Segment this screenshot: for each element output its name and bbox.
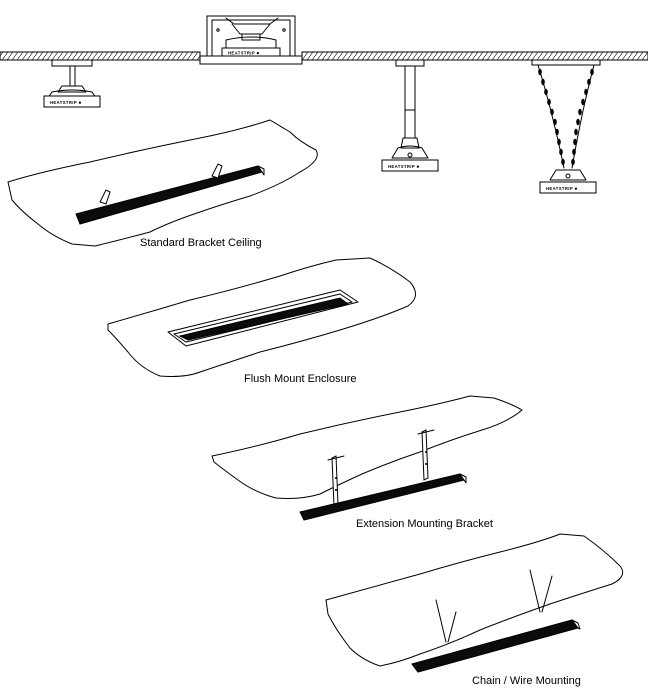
- caption-flush-mount-enclosure: Flush Mount Enclosure: [244, 373, 357, 385]
- ceiling-section-view: [0, 51, 648, 61]
- standard-bracket-ceiling-drawing: [7, 119, 318, 247]
- chain-wire-mounting-drawing: [325, 533, 624, 673]
- svg-text:HEATSTRIP ■: HEATSTRIP ■: [228, 51, 260, 56]
- ceiling-outline-4: [325, 533, 624, 667]
- caption-chain-wire-mounting: Chain / Wire Mounting: [472, 675, 581, 687]
- svg-text:HEATSTRIP ■: HEATSTRIP ■: [546, 186, 578, 191]
- flush-mount-enclosure-drawing: [107, 257, 416, 377]
- ceiling-slab-right: [301, 51, 648, 61]
- ceiling-outline-2: [107, 257, 416, 377]
- caption-extension-mounting-bracket: Extension Mounting Bracket: [356, 518, 493, 530]
- ceiling-slab-left: [0, 51, 201, 61]
- svg-text:HEATSTRIP ■: HEATSTRIP ■: [50, 100, 82, 105]
- svg-text:HEATSTRIP ■: HEATSTRIP ■: [388, 164, 420, 169]
- chain-mount-section: HEATSTRIP ■: [531, 59, 601, 194]
- recessed-enclosure-section: HEATSTRIP ■: [199, 15, 303, 65]
- ceiling-outline-3: [211, 395, 523, 499]
- standard-bracket-section: HEATSTRIP ■: [43, 59, 101, 108]
- extension-pole-section: HEATSTRIP ■: [381, 59, 439, 172]
- extension-bracket-drawing: [211, 395, 523, 521]
- ceiling-outline-1: [7, 119, 318, 247]
- caption-standard-bracket-ceiling: Standard Bracket Ceiling: [140, 237, 262, 249]
